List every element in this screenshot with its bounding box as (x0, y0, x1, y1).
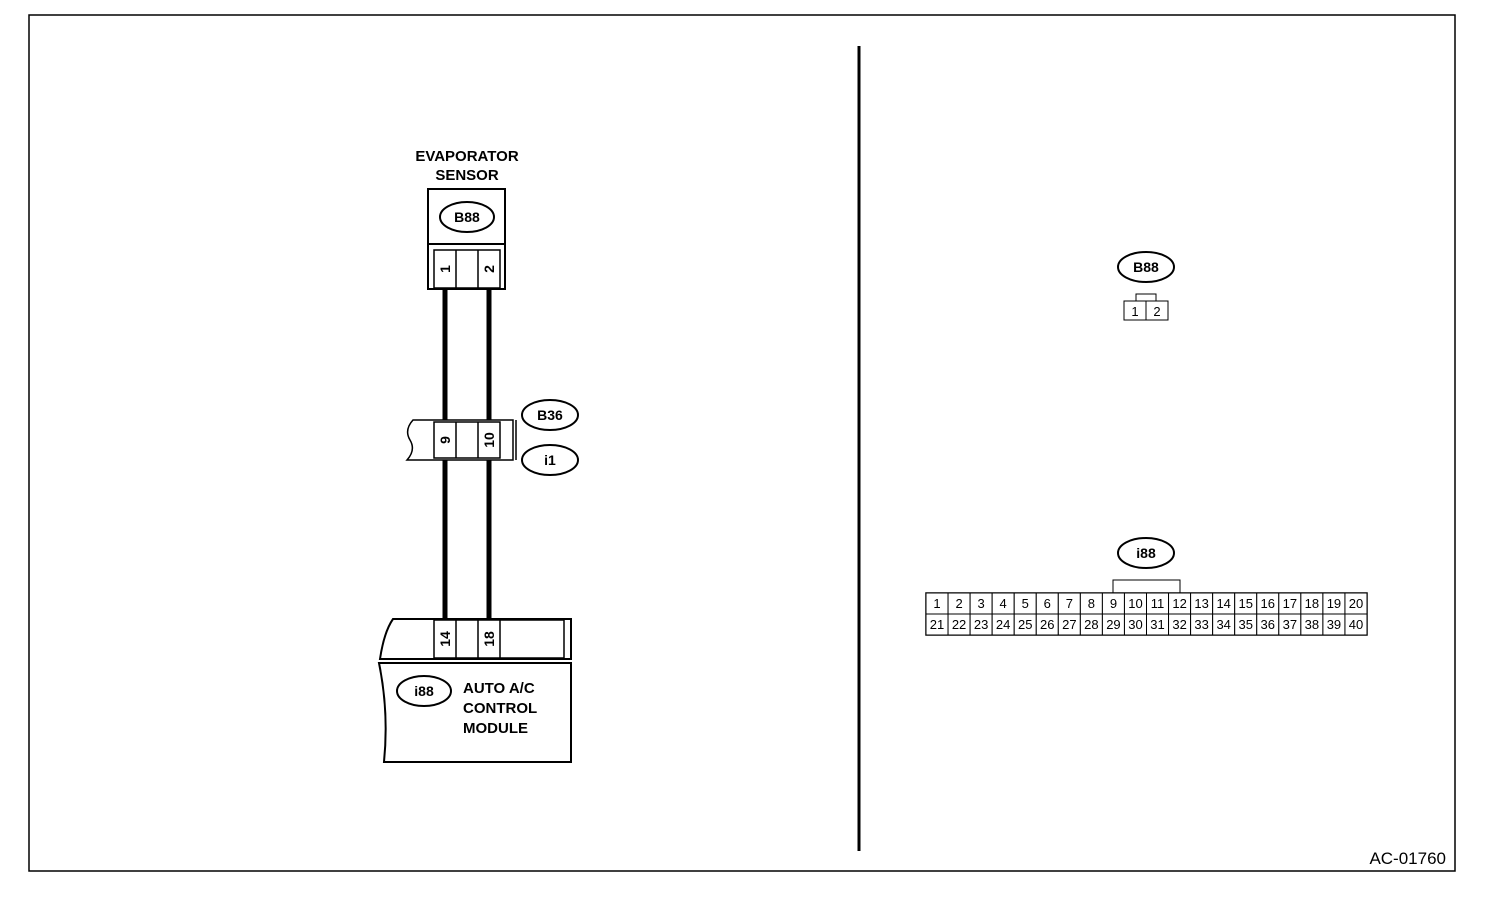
sensor-connector-oval (439, 201, 495, 233)
i88-pin-number: 34 (1216, 617, 1230, 632)
i88-pin-number: 19 (1327, 596, 1341, 611)
joint-pin-10: 10 (481, 432, 497, 448)
figure-code: AC-01760 (1369, 849, 1446, 868)
i88-pin-number: 32 (1172, 617, 1186, 632)
i88-pin-number: 7 (1066, 596, 1073, 611)
sensor-title-line2: SENSOR (435, 167, 499, 184)
i88-face-lock (1112, 579, 1181, 594)
sensor-pin-1: 1 (437, 265, 453, 273)
i88-pin-cell (1344, 613, 1368, 636)
b88-face-pin-2: 2 (1153, 304, 1160, 319)
i88-pin-number: 27 (1062, 617, 1076, 632)
i88-pin-number: 3 (978, 596, 985, 611)
i88-pin-number: 37 (1283, 617, 1297, 632)
joint-connector-bottom-oval (521, 444, 579, 476)
diagram-frame (28, 14, 1456, 872)
module-pin-18: 18 (481, 631, 497, 647)
joint-connector: 9 10 B36 i1 (405, 399, 579, 476)
i88-pin-number: 29 (1106, 617, 1120, 632)
i88-pin-number: 18 (1305, 596, 1319, 611)
harness-wires (442, 289, 492, 620)
module-label-line1: AUTO A/C (463, 680, 535, 697)
i88-pin-number: 20 (1349, 596, 1363, 611)
i88-pin-number: 12 (1172, 596, 1186, 611)
i88-pin-number: 36 (1261, 617, 1275, 632)
b88-face-label: B88 (1133, 259, 1159, 275)
i88-pin-number: 21 (930, 617, 944, 632)
joint-connector-top-oval (521, 399, 579, 431)
i88-pin-number: 35 (1238, 617, 1252, 632)
sensor-title-line1: EVAPORATOR (415, 148, 519, 165)
b88-face-lock (1135, 293, 1157, 302)
module-label-line3: MODULE (463, 720, 528, 737)
i88-pin-number: 13 (1194, 596, 1208, 611)
b88-face-pin-1: 1 (1131, 304, 1138, 319)
i88-pin-number: 33 (1194, 617, 1208, 632)
i88-pin-number: 23 (974, 617, 988, 632)
i88-pin-number: 40 (1349, 617, 1363, 632)
module-connector-oval (396, 675, 452, 707)
module-connector-cavities (433, 619, 565, 659)
module-label-line2: CONTROL (463, 700, 537, 717)
i88-pin-number: 22 (952, 617, 966, 632)
i88-pin-number: 30 (1128, 617, 1142, 632)
i88-pin-number: 39 (1327, 617, 1341, 632)
i88-pin-number: 10 (1128, 596, 1142, 611)
i88-pin-number: 15 (1238, 596, 1252, 611)
module-pin-14: 14 (437, 631, 453, 647)
i88-pin-number: 25 (1018, 617, 1032, 632)
b88-face-pin-2-cell (1145, 300, 1169, 321)
i88-pin-number: 4 (1000, 596, 1007, 611)
i88-pin-number: 16 (1261, 596, 1275, 611)
i88-pin-number: 24 (996, 617, 1010, 632)
i88-pin-number: 2 (955, 596, 962, 611)
i88-pin-number: 1 (933, 596, 940, 611)
i88-face-oval (1117, 537, 1175, 569)
i88-pin-number: 6 (1044, 596, 1051, 611)
i88-pin-number: 26 (1040, 617, 1054, 632)
joint-connector-cavities (433, 421, 501, 459)
module-connector-label: i88 (414, 683, 434, 699)
i88-pin-number: 31 (1150, 617, 1164, 632)
sensor-connector-cavities (433, 249, 501, 289)
joint-connector-bottom-label: i1 (544, 452, 556, 468)
b88-connector-face: B88 1 2 (1117, 251, 1175, 321)
auto-ac-control-module: 14 18 i88 AUTO A/C CONTROL MODULE (377, 618, 572, 763)
i88-pin-number: 38 (1305, 617, 1319, 632)
i88-face-label: i88 (1136, 545, 1156, 561)
joint-pin-9: 9 (437, 436, 453, 444)
i88-pin-number: 5 (1022, 596, 1029, 611)
i88-pin-number: 8 (1088, 596, 1095, 611)
sensor-pin-2: 2 (481, 265, 497, 273)
b88-face-oval (1117, 251, 1175, 283)
i88-pin-number: 11 (1151, 596, 1165, 611)
i88-pin-number: 17 (1283, 596, 1297, 611)
i88-pin-number: 14 (1216, 596, 1230, 611)
evaporator-sensor: EVAPORATOR SENSOR B88 1 2 (415, 148, 519, 290)
sensor-connector-label: B88 (454, 209, 480, 225)
joint-connector-top-label: B36 (537, 407, 563, 423)
i88-pin-number: 9 (1110, 596, 1117, 611)
i88-pin-number: 28 (1084, 617, 1098, 632)
